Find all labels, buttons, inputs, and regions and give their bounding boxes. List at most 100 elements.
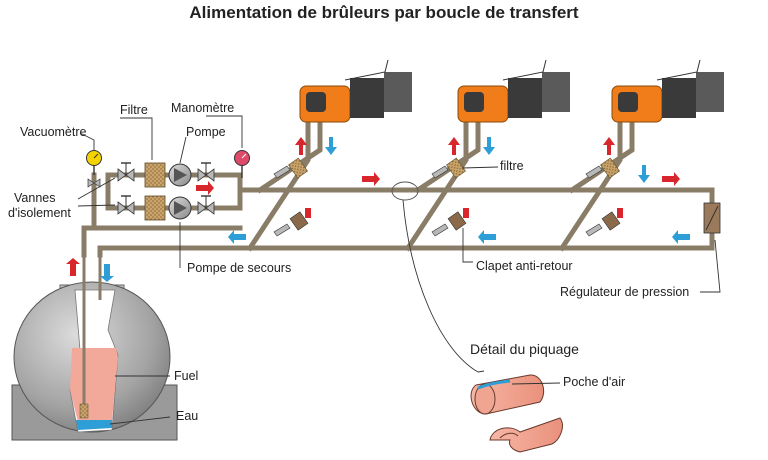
leader-vacuometre bbox=[79, 132, 95, 150]
gauge-icon bbox=[86, 150, 102, 188]
burner-wiring bbox=[656, 59, 701, 81]
leader-filtre bbox=[120, 117, 153, 160]
valve-icon bbox=[585, 223, 603, 237]
label-clapet: Clapet anti-retour bbox=[476, 259, 573, 273]
flow-arrow-down bbox=[325, 137, 337, 155]
burner-unit-2 bbox=[404, 59, 570, 252]
label-poche-air: Poche d'air bbox=[563, 375, 625, 389]
label-pompe-secours: Pompe de secours bbox=[187, 261, 291, 275]
leader-eau bbox=[109, 416, 171, 425]
label-vacuometre: Vacuomètre bbox=[20, 125, 87, 139]
valve-icon bbox=[117, 162, 135, 182]
leader-poche-air bbox=[511, 382, 561, 385]
check-valve-marker bbox=[305, 208, 311, 218]
burner-motor bbox=[696, 72, 724, 112]
check-valve-icon bbox=[601, 211, 621, 231]
burner-blower bbox=[662, 78, 696, 118]
foot-filter-icon bbox=[79, 403, 89, 419]
label-filtre: Filtre bbox=[120, 103, 148, 117]
valve-icon bbox=[197, 162, 215, 182]
burner-3-supply bbox=[568, 112, 635, 194]
burner-wiring bbox=[502, 59, 547, 81]
label-eau: Eau bbox=[176, 409, 198, 423]
flow-arrow-left bbox=[228, 230, 246, 244]
tank bbox=[11, 250, 178, 441]
pump-icon bbox=[168, 163, 192, 187]
label-regulateur: Régulateur de pression bbox=[560, 285, 689, 299]
label-pompe: Pompe bbox=[186, 125, 226, 139]
valve-icon bbox=[431, 223, 449, 237]
flow-arrow-left bbox=[672, 230, 690, 244]
check-valve-icon bbox=[447, 211, 467, 231]
flow-arrow-down bbox=[483, 137, 495, 155]
pipe-manifold-left bbox=[105, 172, 243, 211]
valve-icon bbox=[585, 165, 603, 179]
pump-icon bbox=[168, 196, 192, 220]
burner-nozzle bbox=[464, 92, 484, 112]
flow-arrow-right bbox=[196, 181, 214, 195]
detail-pipe-end bbox=[474, 383, 496, 415]
burner-unit-3 bbox=[558, 59, 724, 252]
flow-arrow-down bbox=[638, 165, 650, 183]
valve-icon bbox=[197, 195, 215, 215]
detail-pipe-cut bbox=[489, 417, 563, 453]
burner-2-supply bbox=[414, 112, 481, 194]
flow-arrow-right bbox=[362, 172, 380, 186]
valve-icon bbox=[117, 195, 135, 215]
gauge-icon bbox=[234, 150, 250, 178]
burner-motor bbox=[542, 72, 570, 112]
pipe-tank-supply bbox=[81, 225, 243, 258]
pipe-supply-loop bbox=[237, 187, 715, 251]
fuel-fill bbox=[70, 348, 118, 422]
check-valve-marker bbox=[463, 208, 469, 218]
check-valve-marker bbox=[617, 208, 623, 218]
filter-icon bbox=[144, 162, 166, 188]
label-manometre: Manomètre bbox=[171, 101, 234, 115]
filter-icon bbox=[144, 195, 166, 221]
flow-arrow-right bbox=[662, 172, 680, 186]
filter-icon bbox=[600, 157, 620, 179]
burner-1-return bbox=[246, 112, 311, 252]
detail-pipe-illustration bbox=[470, 374, 563, 453]
air-pocket bbox=[477, 379, 511, 390]
burner-1-supply bbox=[256, 112, 323, 194]
burner-motor bbox=[384, 72, 412, 112]
regulator-diagonal bbox=[705, 205, 719, 231]
detail-leader bbox=[402, 199, 479, 373]
flow-arrow-left bbox=[478, 230, 496, 244]
check-valve-icon bbox=[289, 211, 309, 231]
label-fuel: Fuel bbox=[174, 369, 198, 383]
burner-3-return bbox=[558, 112, 623, 252]
leader-vannes-1 bbox=[77, 177, 116, 200]
leader-manometre bbox=[206, 115, 243, 148]
detail-marker bbox=[391, 181, 419, 201]
burner-2-return bbox=[404, 112, 469, 252]
leader-filtre-right bbox=[461, 166, 499, 169]
burner-nozzle bbox=[618, 92, 638, 112]
filter-icon bbox=[288, 157, 308, 179]
page-title: Alimentation de brûleurs par boucle de t… bbox=[189, 3, 579, 22]
pipe-return bbox=[97, 245, 715, 258]
leader-regulateur bbox=[700, 239, 721, 293]
detail-leader-tip bbox=[477, 370, 485, 373]
flow-arrow-up bbox=[448, 137, 460, 155]
label-vannes-2: d'isolement bbox=[8, 206, 71, 220]
filter-icon bbox=[446, 157, 466, 179]
leader-clapet bbox=[462, 228, 473, 263]
valve-icon bbox=[273, 165, 291, 179]
water-layer bbox=[76, 420, 112, 430]
flow-arrow-up bbox=[603, 137, 615, 155]
burner-nozzle bbox=[306, 92, 326, 112]
leader-vannes-2 bbox=[77, 204, 116, 207]
flow-arrow-down bbox=[100, 264, 114, 282]
label-vannes-1: Vannes bbox=[14, 191, 55, 205]
label-filtre-detail: filtre bbox=[500, 159, 524, 173]
flow-arrow-up bbox=[66, 258, 80, 276]
burner-wiring bbox=[344, 59, 389, 81]
valve-icon bbox=[273, 223, 291, 237]
valve-icon bbox=[431, 165, 449, 179]
detail-pipe-cut-edge bbox=[499, 432, 519, 439]
burner-blower bbox=[508, 78, 542, 118]
flow-arrow-up bbox=[295, 137, 307, 155]
